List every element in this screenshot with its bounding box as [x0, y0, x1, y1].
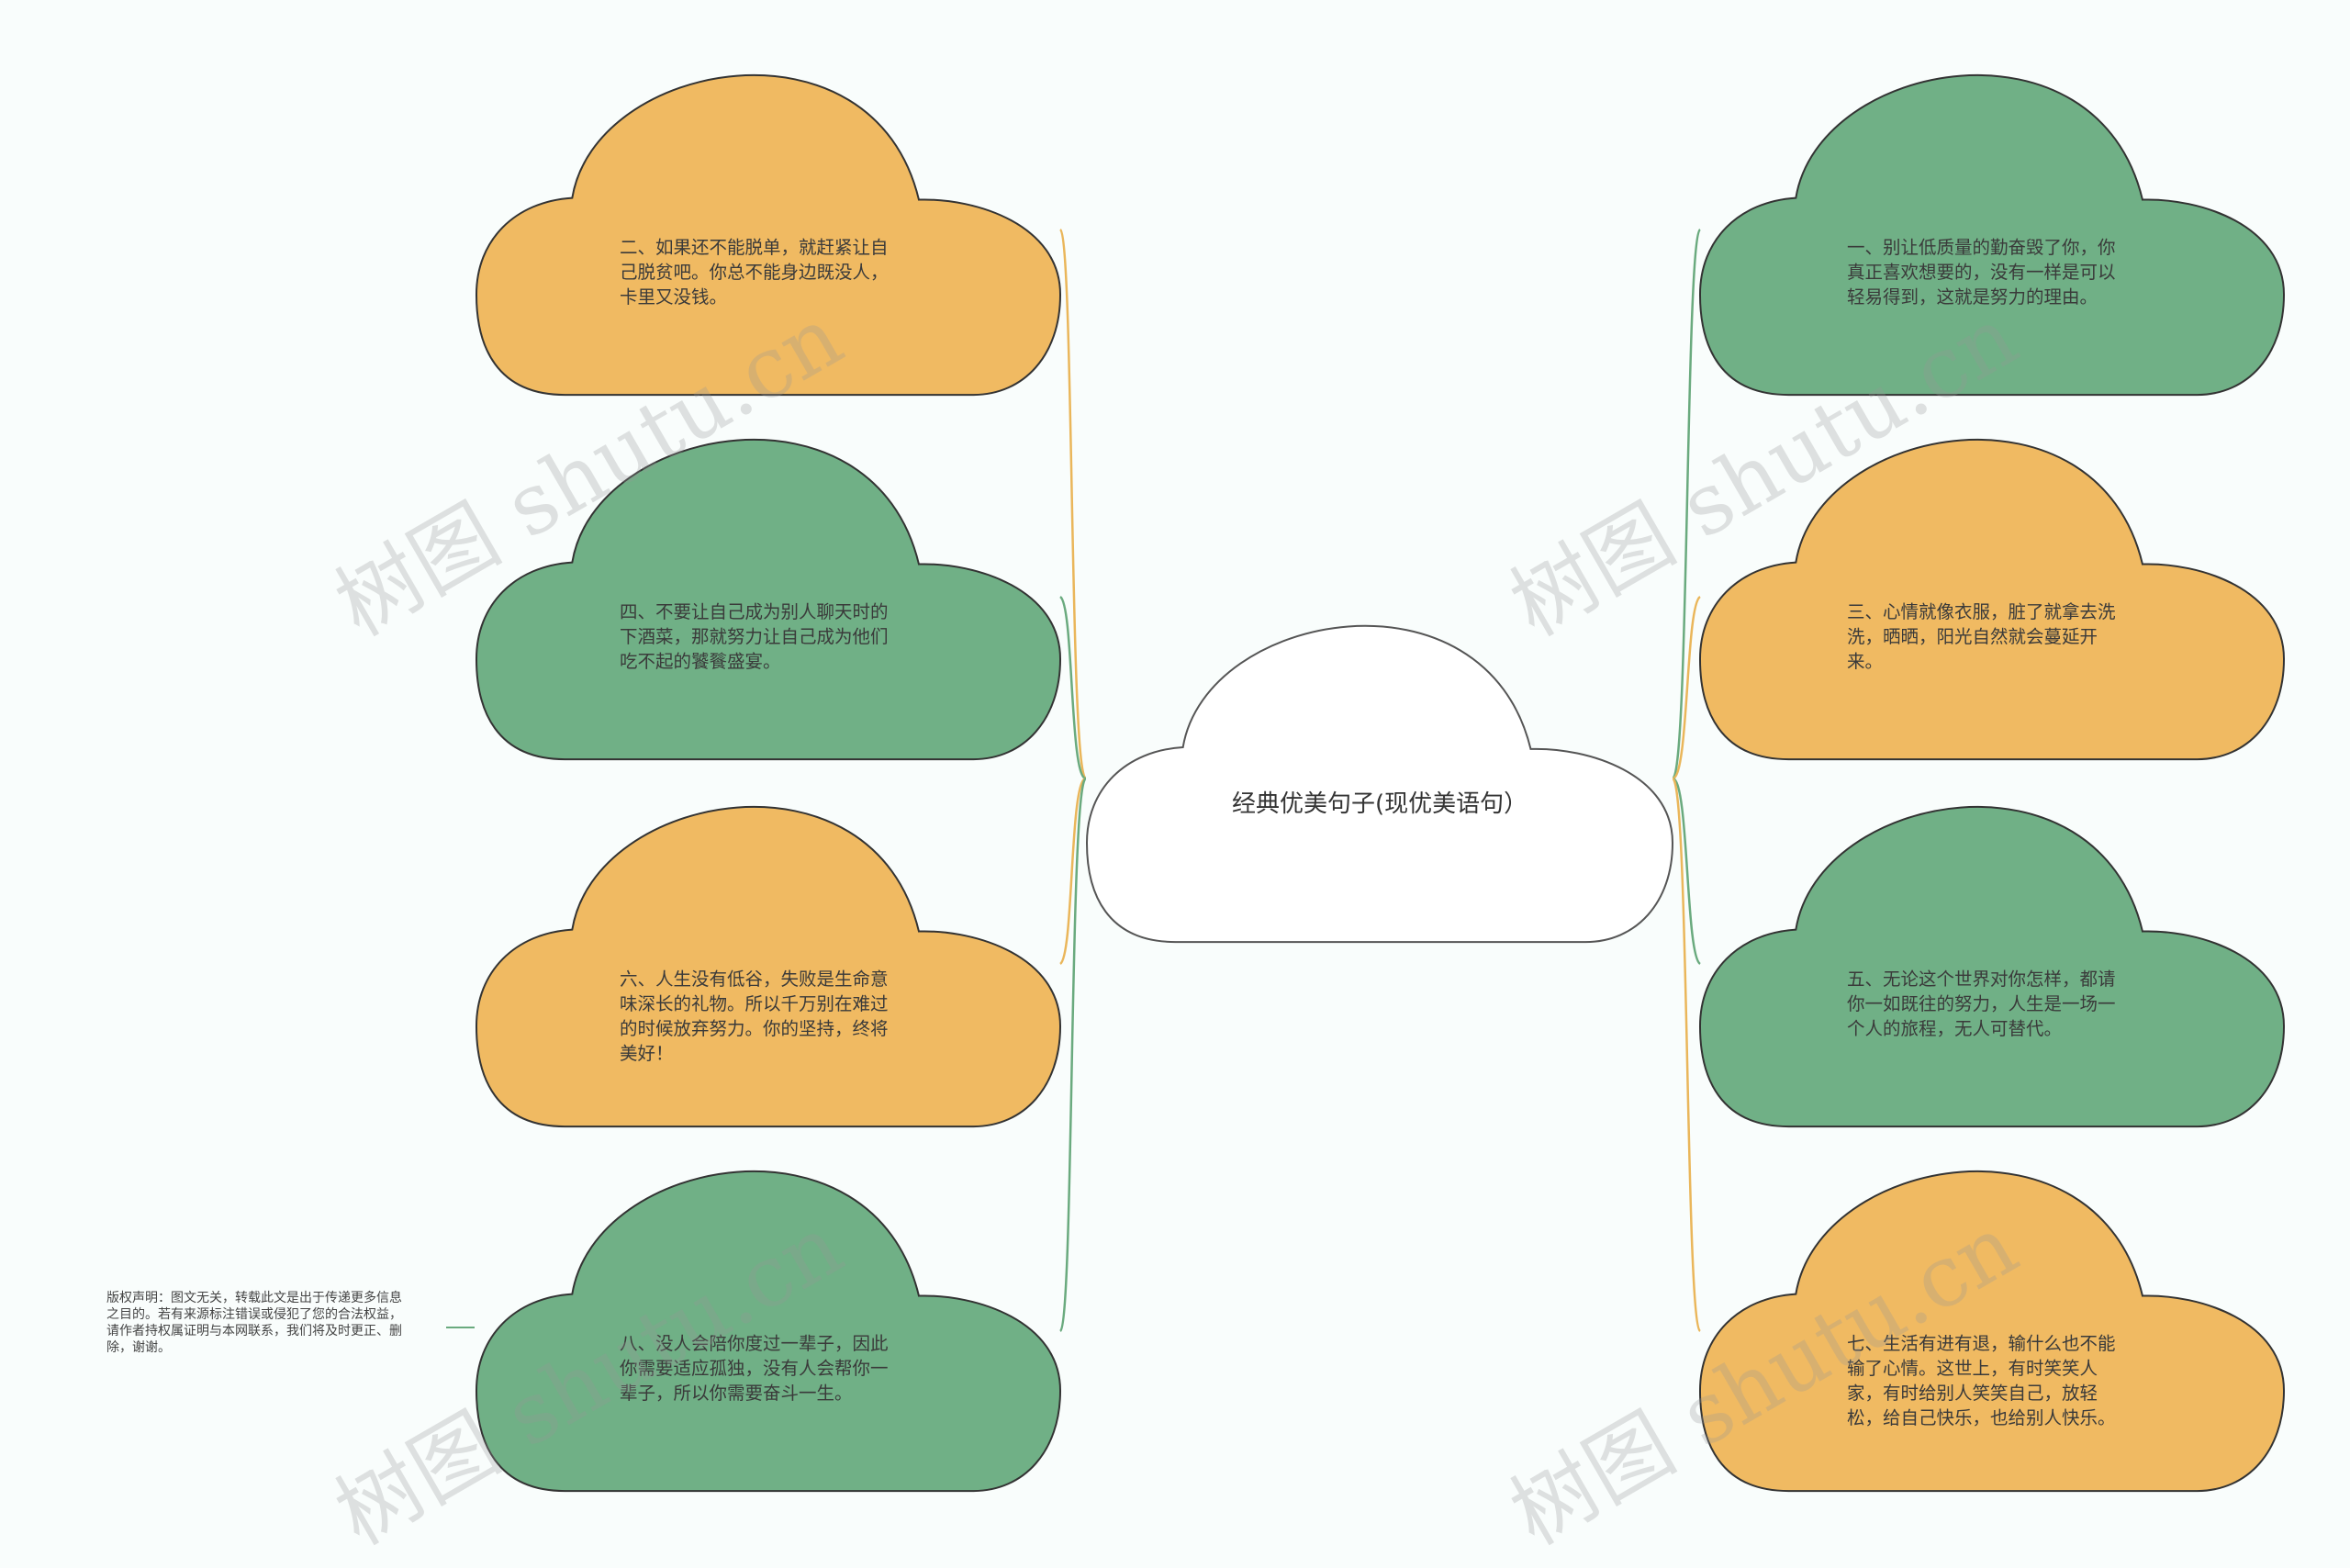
- left-topic-3-text: 六、人生没有低谷，失败是生命意味深长的礼物。所以千万别在难过的时候放弃努力。你的…: [620, 969, 889, 1064]
- right-topic-1-text: 一、别让低质量的勤奋毁了你，你真正喜欢想要的，没有一样是可以轻易得到，这就是努力…: [1847, 237, 2116, 308]
- connector-left-1: [1058, 228, 1088, 780]
- right-topic-1[interactable]: 一、别让低质量的勤奋毁了你，你真正喜欢想要的，没有一样是可以轻易得到，这就是努力…: [1698, 62, 2286, 398]
- left-topic-4-shape: [475, 1159, 1062, 1495]
- root-topic-shape: [1085, 613, 1674, 946]
- left-topic-2-shape: [475, 427, 1062, 763]
- connector-right-3: [1672, 777, 1701, 966]
- root-topic[interactable]: 经典优美句子(现优美语句）: [1085, 613, 1674, 946]
- left-topic-1[interactable]: 二、如果还不能脱单，就赶紧让自己脱贫吧。你总不能身边既没人，卡里又没钱。: [475, 62, 1062, 398]
- left-topic-4[interactable]: 八、没人会陪你度过一辈子，因此你需要适应孤独，没有人会帮你一辈子，所以你需要奋斗…: [475, 1159, 1062, 1495]
- right-topic-4[interactable]: 七、生活有进有退，输什么也不能输了心情。这世上，有时笑笑人家，有时给别人笑笑自己…: [1698, 1159, 2286, 1495]
- connector-right-2: [1672, 595, 1701, 780]
- right-topic-4-text: 七、生活有进有退，输什么也不能输了心情。这世上，有时笑笑人家，有时给别人笑笑自己…: [1847, 1333, 2116, 1428]
- left-topic-1-text: 二、如果还不能脱单，就赶紧让自己脱贫吧。你总不能身边既没人，卡里又没钱。: [620, 237, 889, 308]
- right-topic-2[interactable]: 三、心情就像衣服，脏了就拿去洗洗，晒晒，阳光自然就会蔓延开来。: [1698, 427, 2286, 763]
- connector-right-4: [1671, 777, 1702, 1333]
- right-topic-4-shape: [1698, 1159, 2286, 1495]
- copyright-notice: 版权声明：图文无关，转载此文是出于传递更多信息之目的。若有来源标注错误或侵犯了您…: [106, 1291, 402, 1355]
- right-topic-2-text: 三、心情就像衣服，脏了就拿去洗洗，晒晒，阳光自然就会蔓延开来。: [1847, 601, 2116, 672]
- connector-left-3: [1058, 777, 1087, 966]
- left-topic-4-text: 八、没人会陪你度过一辈子，因此你需要适应孤独，没有人会帮你一辈子，所以你需要奋斗…: [620, 1333, 889, 1404]
- left-topic-3-shape: [475, 794, 1062, 1130]
- left-topic-2-text: 四、不要让自己成为别人聊天时的下酒菜，那就努力让自己成为他们吃不起的饕餮盛宴。: [620, 601, 889, 672]
- left-topic-1-shape: [475, 62, 1062, 398]
- left-topic-2[interactable]: 四、不要让自己成为别人聊天时的下酒菜，那就努力让自己成为他们吃不起的饕餮盛宴。: [475, 427, 1062, 763]
- left-topic-3[interactable]: 六、人生没有低谷，失败是生命意味深长的礼物。所以千万别在难过的时候放弃努力。你的…: [475, 794, 1062, 1130]
- connector-left-2: [1058, 595, 1087, 780]
- right-topic-3[interactable]: 五、无论这个世界对你怎样，都请你一如既往的努力，人生是一场一个人的旅程，无人可替…: [1698, 794, 2286, 1130]
- root-topic-text: 经典优美句子(现优美语句）: [1232, 790, 1528, 818]
- connector-left-4: [1058, 777, 1088, 1333]
- right-topic-3-shape: [1698, 794, 2286, 1130]
- connector-right-1: [1671, 228, 1702, 780]
- right-topic-1-shape: [1698, 62, 2286, 398]
- right-topic-3-text: 五、无论这个世界对你怎样，都请你一如既往的努力，人生是一场一个人的旅程，无人可替…: [1847, 969, 2116, 1039]
- right-topic-2-shape: [1698, 427, 2286, 763]
